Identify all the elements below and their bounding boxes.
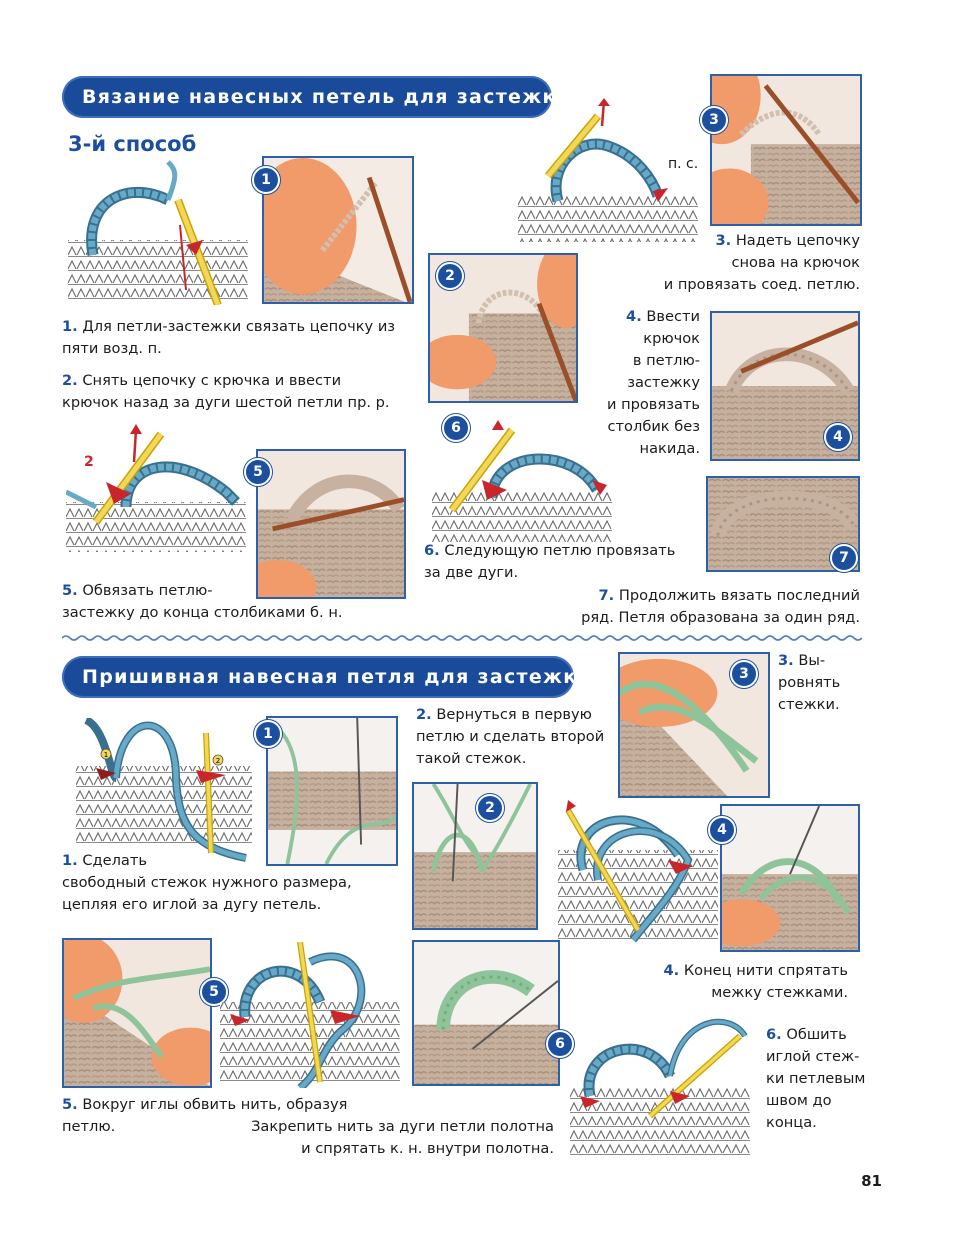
badge-1: 1: [252, 166, 280, 194]
photo-step-4: [710, 311, 860, 461]
diagram-mark-1: 1: [104, 751, 108, 759]
badge-5: 5: [244, 458, 272, 486]
method-title: 3-й способ: [68, 132, 197, 156]
caption-step-6: 6. Следующую петлю провязать за две дуги…: [424, 542, 676, 581]
caption-step-7: 7. Продолжить вязать последний ряд. Петл…: [581, 587, 860, 626]
photo-sew-step-1: [266, 716, 398, 866]
caption-step-5: 5. Обвязать петлю- застежку до конца сто…: [62, 582, 343, 621]
caption-sew-step-5-a: 5. Вокруг иглы обвить нить, образуя петл…: [62, 1096, 348, 1135]
diagram-chain-on-hook: [518, 96, 708, 242]
caption-sew-step-5-b: Закрепить нить за дуги петли полотна и с…: [251, 1118, 554, 1157]
diagram-sew-wrap-needle: [220, 942, 400, 1088]
caption-sew-step-3: 3. Вы- ровнять стежки.: [778, 652, 841, 713]
caption-step-4: 4. Ввести крючок в петлю- застежку и про…: [606, 308, 700, 457]
section2-title: Пришивная навесная петля для застежки: [62, 656, 591, 698]
photo-sew-step-5: [62, 938, 212, 1088]
badge-s2-2: 2: [476, 794, 504, 822]
photo-sew-step-6: [412, 940, 560, 1086]
diagram-label-2: 2: [84, 454, 94, 470]
badge-2: 2: [436, 262, 464, 290]
label-ps: п. с.: [668, 156, 699, 172]
diagram-chain-loop: [68, 160, 248, 305]
page-number: 81: [861, 1172, 882, 1190]
diagram-sew-hide-end: [558, 800, 718, 952]
section-divider: [62, 634, 862, 642]
badge-s2-6: 6: [546, 1030, 574, 1058]
badge-3: 3: [700, 106, 728, 134]
badge-7: 7: [830, 544, 858, 572]
caption-step-3: 3. Надеть цепочку снова на крючок и пров…: [663, 232, 860, 293]
diagram-sew-loose-stitch: 1 2: [76, 718, 252, 864]
photo-step-5: [256, 449, 406, 599]
caption-step-2: 2. Снять цепочку с крючка и ввести крючо…: [62, 372, 390, 411]
caption-sew-step-6: 6. Обшить иглой стеж- ки петлевым швом д…: [766, 1026, 866, 1131]
caption-sew-step-2: 2. Вернуться в первую петлю и сделать вт…: [416, 706, 605, 767]
caption-sew-step-1: 1. Сделать свободный стежок нужного разм…: [62, 852, 352, 913]
photo-step-3: [710, 74, 862, 226]
diagram-next-loop: [432, 420, 612, 542]
badge-s2-3: 3: [730, 660, 758, 688]
badge-s2-1: 1: [254, 720, 282, 748]
badge-s2-4: 4: [708, 816, 736, 844]
photo-step-1: [262, 156, 414, 304]
diagram-sew-buttonhole-stitch: [570, 1016, 750, 1158]
badge-s2-5: 5: [200, 978, 228, 1006]
diagram-crochet-around-loop: [66, 422, 246, 552]
badge-6: 6: [442, 414, 470, 442]
photo-sew-step-4: [720, 804, 860, 952]
caption-step-1: 1. Для петли-застежки связать цепочку из…: [62, 318, 396, 357]
diagram-mark-2: 2: [216, 757, 220, 765]
caption-sew-step-4: 4. Конец нити спрятать межку стежками.: [663, 962, 848, 1001]
photo-sew-step-2: [412, 782, 538, 930]
section1-title: Вязание навесных петель для застежки: [62, 76, 570, 118]
badge-4: 4: [824, 423, 852, 451]
